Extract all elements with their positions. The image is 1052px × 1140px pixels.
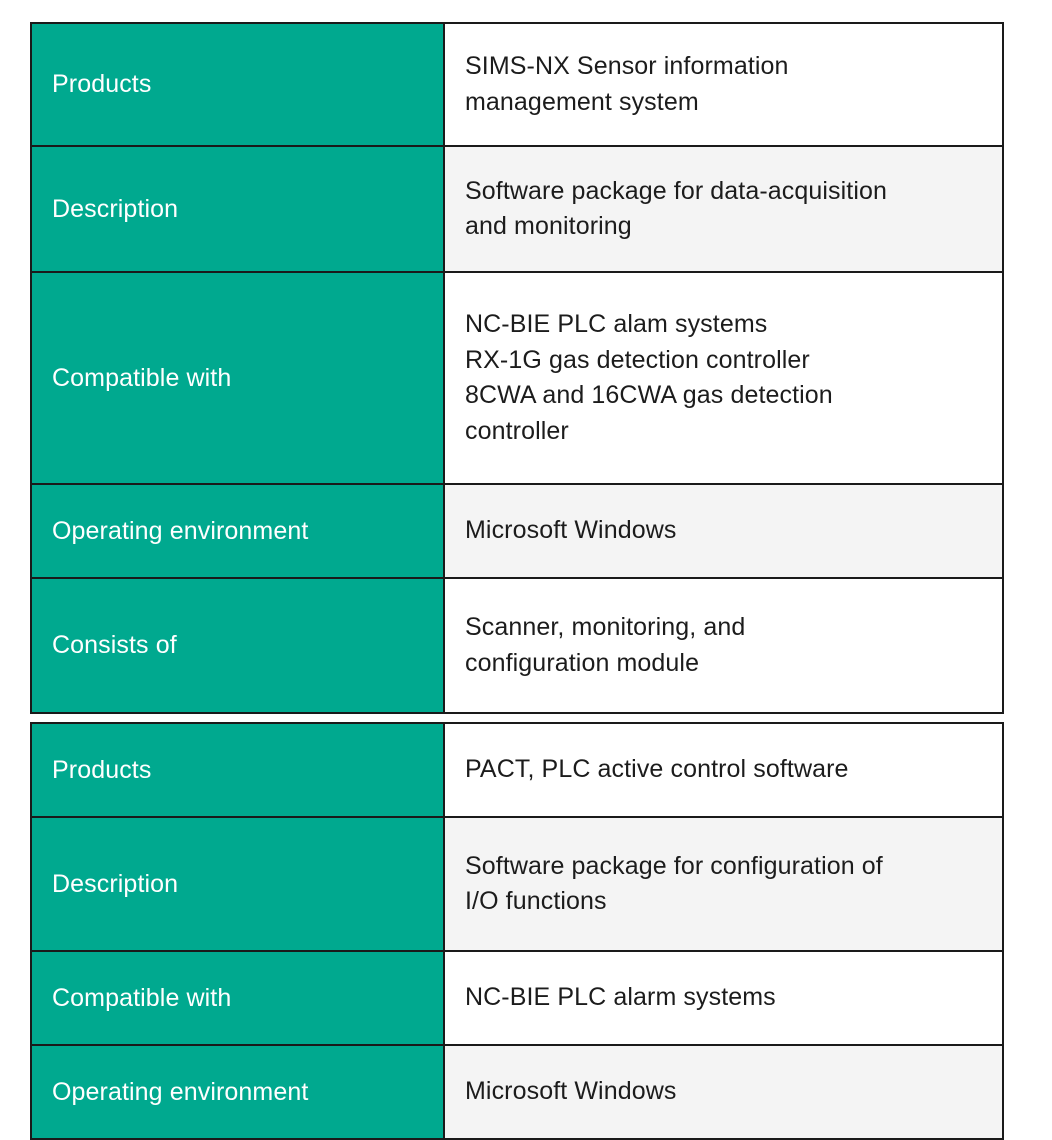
value-line: controller — [465, 416, 569, 445]
table-row: Description Software package for configu… — [31, 817, 1003, 951]
row-value-cell: Microsoft Windows — [444, 484, 1003, 578]
value-line: management system — [465, 87, 699, 116]
row-label-cell: Products — [31, 23, 445, 146]
row-label-cell: Compatible with — [31, 272, 445, 484]
row-label-cell: Consists of — [31, 578, 445, 713]
row-label: Operating environment — [52, 516, 309, 545]
value-line: configuration module — [465, 648, 700, 677]
value-line: 8CWA and 16CWA gas detection — [465, 381, 833, 409]
row-value-cell: Scanner, monitoring, and configuration m… — [444, 578, 1003, 713]
row-value-cell: NC-BIE PLC alarm systems — [444, 951, 1003, 1045]
row-label-cell: Operating environment — [31, 484, 445, 578]
row-value-cell: Software package for configuration of I/… — [444, 817, 1003, 951]
spec-table-sims-nx: Products SIMS-NX Sensor information mana… — [30, 22, 1004, 714]
value-line: NC-BIE PLC alarm systems — [465, 983, 776, 1012]
row-value-cell: SIMS-NX Sensor information management sy… — [444, 23, 1003, 146]
row-label: Products — [52, 755, 152, 784]
value-line: PACT, PLC active control software — [465, 755, 849, 784]
spec-table-body: Products PACT, PLC active control softwa… — [31, 723, 1003, 1139]
value-line: NC-BIE PLC alam systems — [465, 310, 768, 338]
table-row: Products PACT, PLC active control softwa… — [31, 723, 1003, 817]
row-label-cell: Compatible with — [31, 951, 445, 1045]
spec-table-body: Products SIMS-NX Sensor information mana… — [31, 23, 1003, 713]
row-label: Consists of — [52, 631, 177, 659]
row-label: Compatible with — [52, 983, 232, 1012]
row-label-cell: Products — [31, 723, 445, 817]
row-label-cell: Operating environment — [31, 1045, 445, 1139]
value-line: I/O functions — [465, 887, 607, 915]
value-line: Scanner, monitoring, and — [465, 613, 746, 641]
table-row: Consists of Scanner, monitoring, and con… — [31, 578, 1003, 713]
row-value-cell: Software package for data-acquisition an… — [444, 146, 1003, 272]
row-label: Description — [52, 869, 179, 898]
table-row: Compatible with NC-BIE PLC alam systems … — [31, 272, 1003, 484]
row-label-cell: Description — [31, 817, 445, 951]
row-label: Operating environment — [52, 1077, 309, 1106]
table-row: Operating environment Microsoft Windows — [31, 484, 1003, 578]
value-line: Software package for configuration of — [465, 851, 883, 880]
table-row: Description Software package for data-ac… — [31, 146, 1003, 272]
row-label: Compatible with — [52, 363, 232, 392]
spec-table-pact: Products PACT, PLC active control softwa… — [30, 722, 1004, 1140]
row-label-cell: Description — [31, 146, 445, 272]
value-line: RX-1G gas detection controller — [465, 345, 810, 374]
value-line: Microsoft Windows — [465, 1077, 677, 1106]
value-line: Microsoft Windows — [465, 516, 677, 545]
value-line: Software package for data-acquisition — [465, 176, 887, 205]
value-line: and monitoring — [465, 212, 632, 240]
table-row: Products SIMS-NX Sensor information mana… — [31, 23, 1003, 146]
row-value-cell: NC-BIE PLC alam systems RX-1G gas detect… — [444, 272, 1003, 484]
table-row: Compatible with NC-BIE PLC alarm systems — [31, 951, 1003, 1045]
row-label: Description — [52, 194, 179, 223]
table-row: Operating environment Microsoft Windows — [31, 1045, 1003, 1139]
row-value-cell: PACT, PLC active control software — [444, 723, 1003, 817]
value-line: SIMS-NX Sensor information — [465, 52, 789, 80]
row-label: Products — [52, 70, 152, 98]
row-value-cell: Microsoft Windows — [444, 1045, 1003, 1139]
